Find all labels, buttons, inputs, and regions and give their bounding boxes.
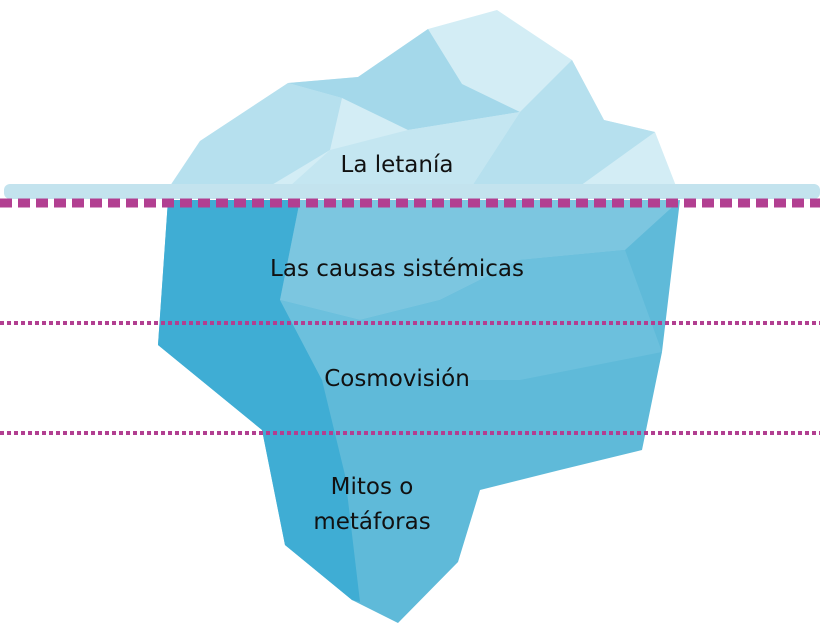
iceberg-tip-facet-left	[170, 83, 342, 186]
iceberg-body-facet-mid	[280, 250, 662, 380]
waterline-band	[4, 184, 820, 199]
layer-label-myths-line-2: metáforas	[313, 509, 430, 535]
iceberg-tip-facet-right	[472, 60, 655, 186]
iceberg-body	[158, 200, 680, 623]
iceberg-tip-facet-lower	[290, 112, 520, 186]
iceberg-body-shadow-left	[158, 200, 360, 602]
iceberg-tip-facet-center	[288, 29, 520, 130]
iceberg-tip	[170, 10, 676, 186]
layer-label-worldview: Cosmovisión	[324, 366, 470, 392]
layer-label-myths-line-1: Mitos o	[331, 474, 414, 500]
layer-label-systemic-causes: Las causas sistémicas	[270, 256, 524, 282]
iceberg-body-facet-right	[280, 200, 680, 320]
layer-label-litany: La letanía	[341, 152, 454, 178]
